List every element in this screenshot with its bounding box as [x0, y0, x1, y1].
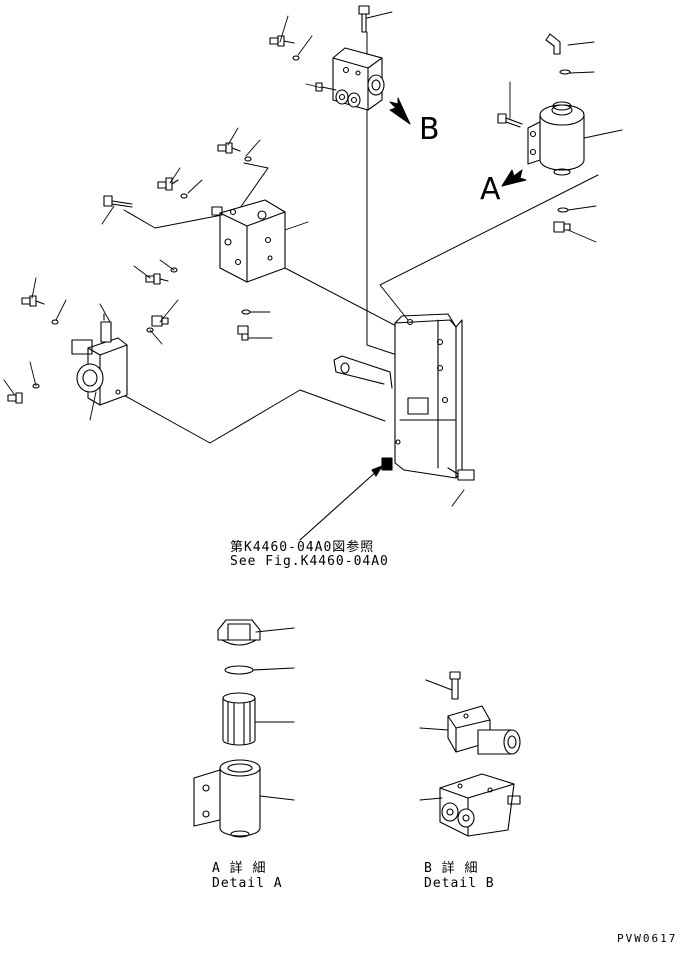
drawing-code: PVW0617 [617, 932, 678, 945]
detail-a-title-ja: A 詳 細 [212, 861, 267, 876]
filter-housing [528, 102, 584, 175]
reference-text-en: See Fig.K4460-04A0 [230, 554, 389, 569]
reference-arrow [300, 466, 382, 540]
detail-a-title-en: Detail A [212, 876, 283, 891]
view-label-b: B [419, 112, 440, 147]
leader-lines [4, 12, 622, 506]
reference-text-ja: 第K4460-04A0図参照 [230, 540, 375, 555]
detail-a-drawing [194, 620, 294, 837]
valve-block-left [72, 314, 127, 405]
valve-block-b [333, 48, 384, 110]
view-arrow-b [390, 98, 410, 124]
hose-lines [118, 32, 598, 443]
fittings [8, 6, 570, 480]
detail-b-drawing [420, 672, 520, 836]
detail-b-title-ja: B 詳 細 [424, 861, 479, 876]
detail-b-title-en: Detail B [424, 876, 495, 891]
valve-block-middle [212, 200, 285, 282]
mounting-bracket [334, 314, 462, 478]
view-arrow-a [502, 170, 526, 186]
view-label-a: A [480, 172, 501, 207]
